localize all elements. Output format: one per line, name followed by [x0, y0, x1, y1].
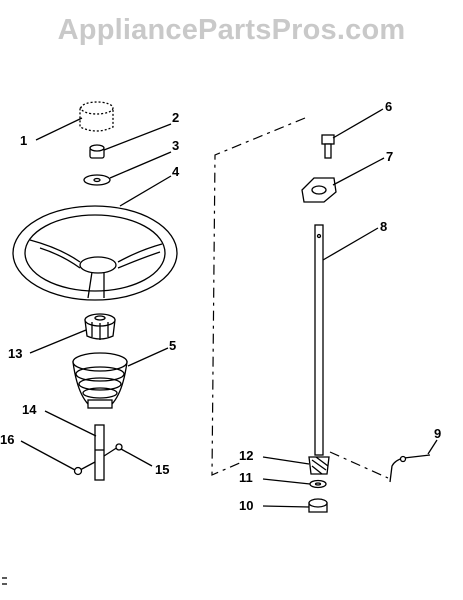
part-4-steering-wheel	[12, 205, 178, 301]
callout-13: 13	[8, 346, 22, 361]
callout-14: 14	[22, 402, 37, 417]
callout-6: 6	[385, 99, 392, 114]
callout-1: 1	[20, 133, 27, 148]
part-9-steering-link	[389, 454, 431, 483]
callout-10: 10	[239, 498, 253, 513]
part-1-cap	[79, 101, 114, 132]
watermark-text: AppliancePartsPros.com	[57, 14, 406, 46]
callout-15: 15	[155, 462, 169, 477]
part-6-bolt	[321, 134, 335, 159]
callout-4: 4	[172, 164, 180, 179]
phantom-outline-right	[329, 451, 389, 479]
callout-7: 7	[386, 149, 393, 164]
part-16-bolt	[73, 461, 96, 476]
callout-9: 9	[434, 426, 441, 441]
callout-11: 11	[239, 470, 253, 485]
part-13-hub-adapter	[84, 313, 116, 340]
leader-lines	[20, 108, 438, 508]
part-7-flange-bearing	[301, 177, 337, 203]
part-3-washer	[83, 174, 111, 186]
callout-2: 2	[172, 110, 179, 125]
part-10-nut	[308, 498, 328, 513]
part-2-nut	[89, 144, 105, 159]
part-11-washer	[309, 479, 327, 489]
callout-3: 3	[172, 138, 179, 153]
part-12-pinion-gear	[308, 456, 330, 475]
part-8-column-shaft	[314, 224, 324, 456]
phantom-outline	[211, 117, 306, 476]
callout-12: 12	[239, 448, 253, 463]
callout-8: 8	[380, 219, 387, 234]
part-15-nut	[103, 443, 123, 457]
part-5-bellows-cover	[72, 352, 128, 409]
part-14-steering-shaft	[94, 424, 105, 481]
callout-5: 5	[169, 338, 176, 353]
callout-16: 16	[0, 432, 14, 447]
